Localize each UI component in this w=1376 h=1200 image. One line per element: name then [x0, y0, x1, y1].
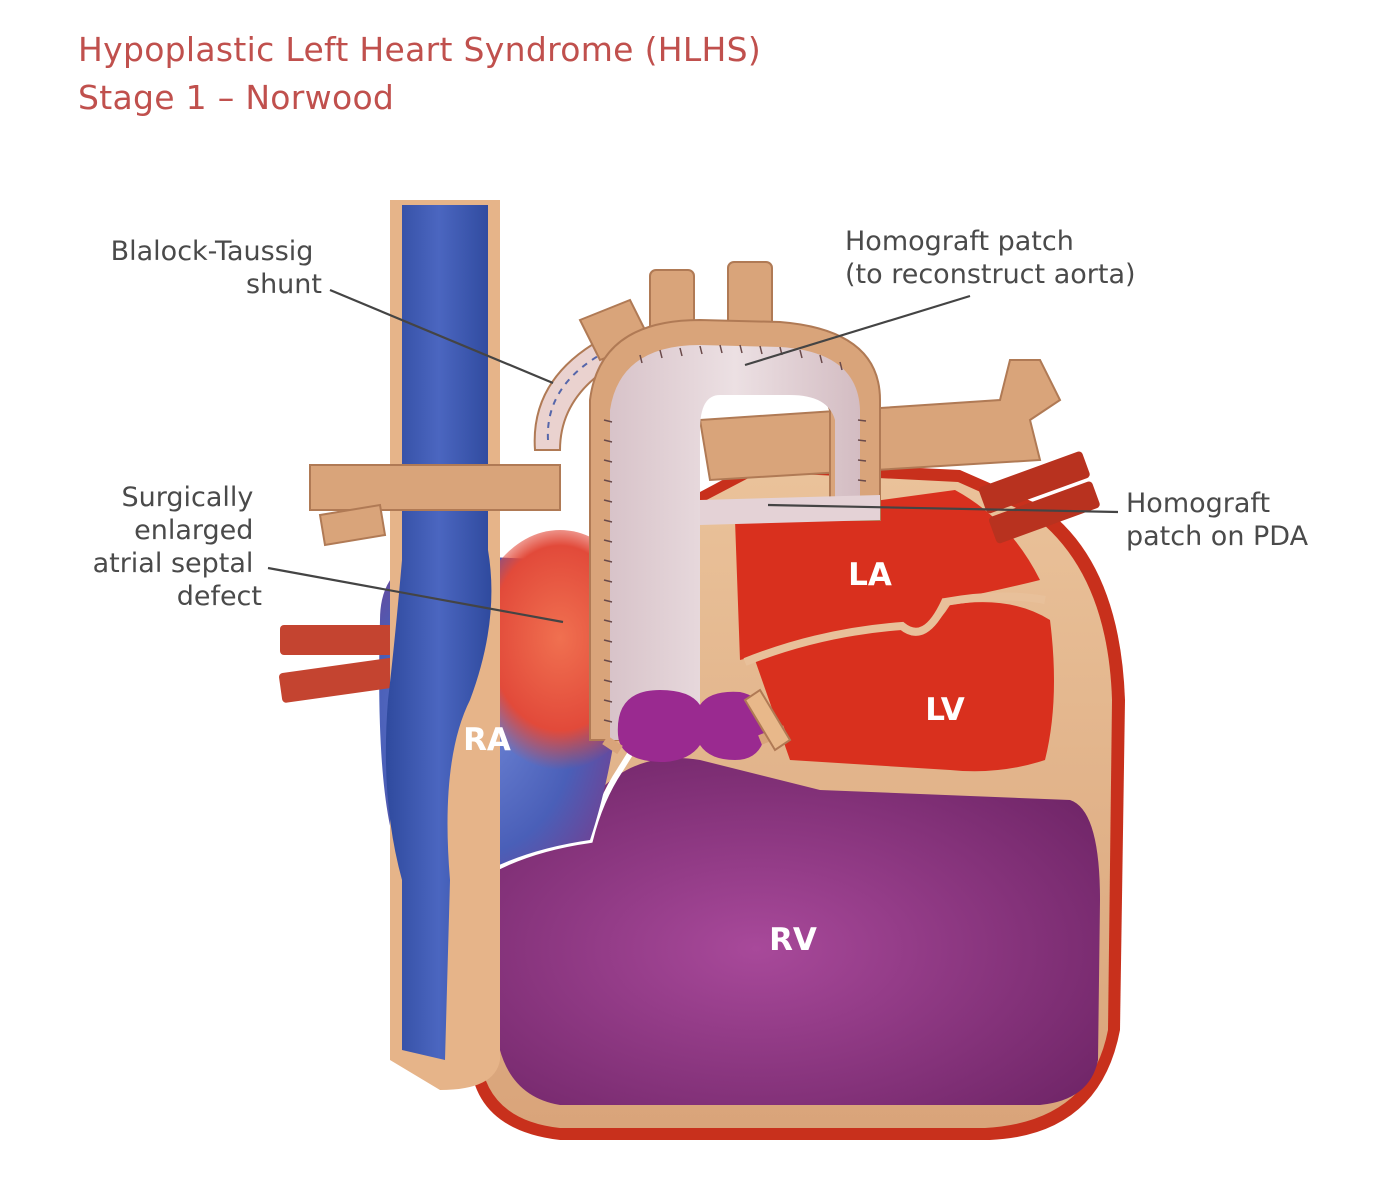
- aorta-sutures: [603, 344, 867, 723]
- label-homograft-aorta: Homograft patch (to reconstruct aorta): [845, 226, 1136, 290]
- native-aorta-stub: [743, 688, 792, 752]
- label-asd: Surgically enlarged atrial septal defect: [93, 482, 262, 612]
- chamber-label-lv: LV: [925, 692, 964, 728]
- diagram-title-line1: Hypoplastic Left Heart Syndrome (HLHS): [78, 30, 762, 69]
- label-asd-line1: Surgically: [122, 482, 254, 513]
- label-asd-line2: enlarged: [134, 515, 253, 546]
- homograft-patch-aorta: [610, 345, 860, 740]
- leader-bt-shunt: [329, 288, 554, 385]
- pulmonary-artery: [309, 464, 561, 511]
- label-bt-shunt-line2: shunt: [246, 269, 322, 300]
- diagram-title-line2: Stage 1 – Norwood: [78, 78, 395, 117]
- label-bt-shunt: Blalock-Taussig shunt: [111, 236, 322, 300]
- leader-asd: [267, 566, 564, 624]
- right-pulmonary-veins: [979, 451, 1100, 544]
- neo-aortic-root: [617, 690, 766, 762]
- chamber-label-ra: RA: [463, 722, 511, 758]
- label-homograft-pda-line2: patch on PDA: [1126, 521, 1309, 552]
- lv-chamber: [755, 602, 1054, 772]
- left-pulmonary-veins: [279, 625, 401, 703]
- label-homograft-pda-line1: Homograft: [1126, 488, 1270, 519]
- label-asd-line3: atrial septal: [93, 548, 254, 579]
- label-homograft-aorta-line2: (to reconstruct aorta): [845, 259, 1136, 290]
- leader-homograft-aorta: [744, 294, 971, 367]
- label-asd-line4: defect: [177, 581, 262, 612]
- label-homograft-aorta-line1: Homograft patch: [845, 226, 1074, 257]
- svc: [385, 205, 492, 1060]
- bt-shunt-suture: [546, 351, 606, 441]
- pulmonary-artery-branch: [318, 503, 387, 547]
- leader-homograft-pda: [767, 503, 1119, 514]
- mitral-septum: [743, 592, 1046, 666]
- chamber-label-la: LA: [848, 557, 892, 593]
- homograft-patch-pda: [700, 495, 880, 525]
- la-chamber: [735, 490, 1040, 660]
- label-homograft-pda: Homograft patch on PDA: [1126, 488, 1309, 552]
- rv-chamber: [475, 758, 1100, 1105]
- chamber-label-rv: RV: [769, 922, 817, 958]
- label-bt-shunt-line1: Blalock-Taussig: [111, 236, 314, 267]
